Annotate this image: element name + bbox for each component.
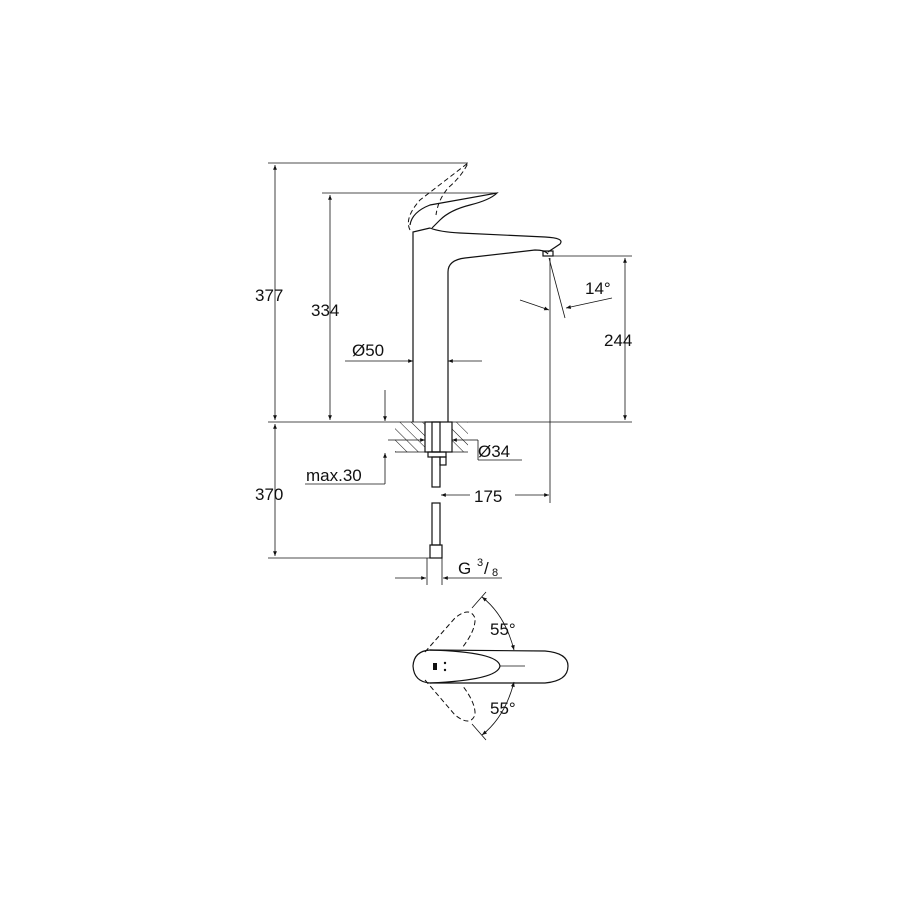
dim-lever-angle-bottom: 55° <box>490 699 516 718</box>
dim-total-height: 377 <box>255 286 283 305</box>
lever-top-view <box>412 591 569 741</box>
dim-lever-angle-top: 55° <box>490 620 516 639</box>
dim-thread-slash: / <box>484 559 489 578</box>
dim-thread-denominator: 8 <box>492 567 498 579</box>
dim-body-diameter: Ø50 <box>352 341 384 360</box>
dim-outlet-height: 244 <box>604 331 632 350</box>
dim-thread-numerator: 3 <box>477 557 483 569</box>
extension-lines <box>268 162 632 559</box>
dim-hole-diameter: Ø34 <box>478 442 510 461</box>
dim-thread-letter: G <box>458 559 471 578</box>
deck-mounting <box>395 421 468 585</box>
dim-spout-angle: 14° <box>585 279 611 298</box>
dim-max-thickness: max.30 <box>306 466 362 485</box>
dim-spout-reach: 175 <box>474 487 502 506</box>
faucet-side-view <box>407 162 562 422</box>
dim-lever-height: 334 <box>311 301 339 320</box>
dim-hose-length: 370 <box>255 485 283 504</box>
dimension-lines <box>273 165 627 580</box>
